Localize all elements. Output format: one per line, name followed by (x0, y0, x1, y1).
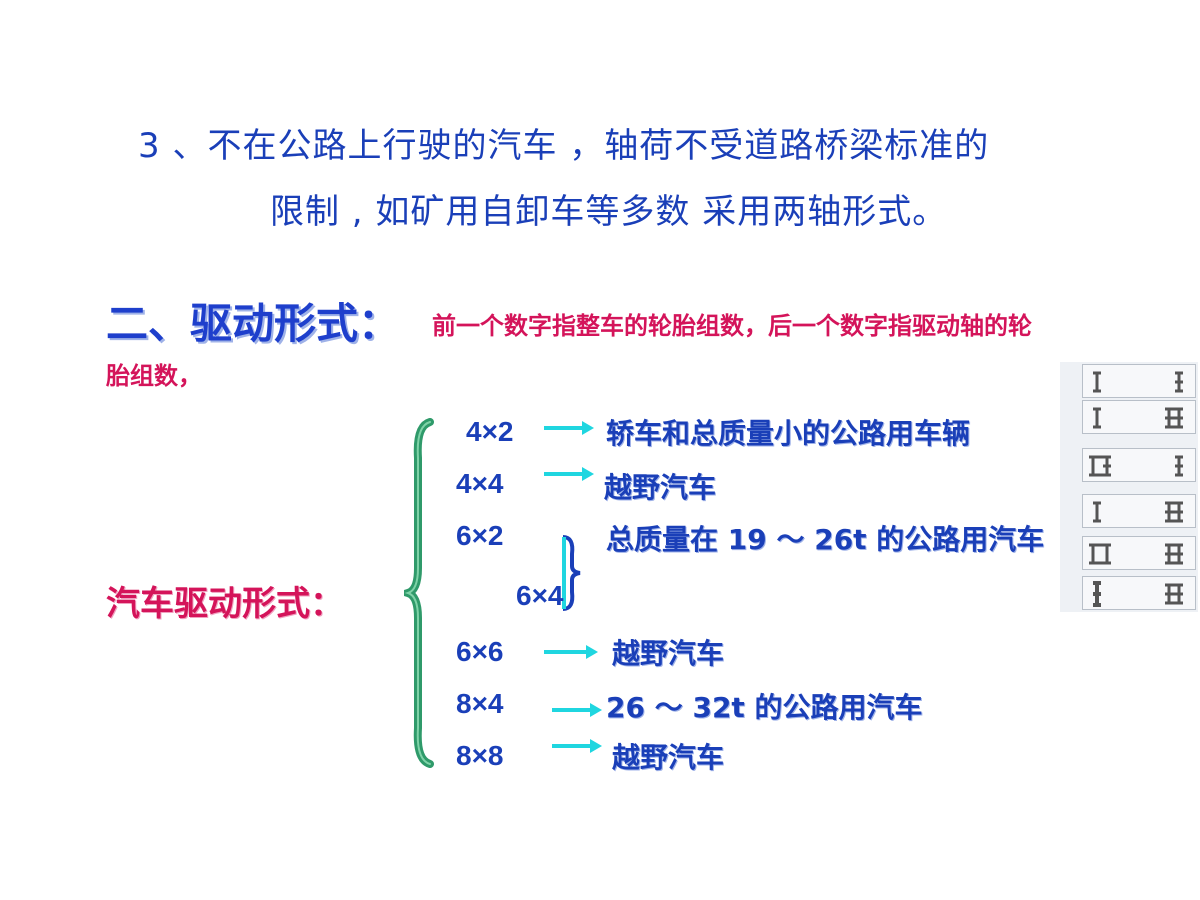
section-description-line-1: 前一个数字指整车的轮胎组数，后一个数字指驱动轴的轮 (432, 312, 1032, 340)
section-description-line-2: 胎组数， (106, 362, 202, 390)
axle-layout-icon (1082, 400, 1196, 434)
arrow-icon (544, 467, 594, 481)
arrow-icon (552, 703, 602, 717)
drive-code-8x4: 8×4 (456, 688, 504, 719)
axle-layout-diagram (1060, 362, 1198, 612)
drive-code-4x2: 4×2 (466, 416, 514, 447)
paragraph-line-1: 3 、不在公路上行驶的汽车 ，轴荷不受道路桥梁标准的 (138, 126, 990, 166)
drive-code-6x2: 6×2 (456, 520, 504, 551)
drive-desc-6x2: 总质量在 19 ～ 26t 的公路用汽车 (606, 523, 1045, 556)
axle-layout-icon (1082, 448, 1196, 482)
drive-desc-6x6: 越野汽车 (612, 637, 725, 670)
drive-desc-8x8: 越野汽车 (612, 741, 725, 774)
drive-desc-8x4: 26 ～ 32t 的公路用汽车 (606, 691, 923, 724)
drive-form-label: 汽车驱动形式： (106, 584, 344, 624)
axle-layout-icon (1082, 494, 1196, 528)
axle-layout-icon (1082, 536, 1196, 570)
paragraph-line-2: 限制 , 如矿用自卸车等多数 采用两轴形式。 (270, 192, 948, 232)
axle-layout-icon (1082, 364, 1196, 398)
drive-desc-4x4: 越野汽车 (604, 471, 717, 504)
small-brace-icon (562, 535, 581, 611)
brace-icon (404, 418, 434, 768)
drive-code-4x4: 4×4 (456, 468, 504, 499)
section-heading: 二、驱动形式： (106, 299, 401, 348)
drive-desc-4x2: 轿车和总质量小的公路用车辆 (606, 417, 971, 450)
arrow-icon (552, 739, 602, 753)
arrow-icon (544, 421, 594, 435)
drive-code-6x6: 6×6 (456, 636, 504, 667)
arrow-icon (544, 645, 598, 659)
drive-code-6x4: 6×4 (516, 580, 564, 611)
axle-layout-icon (1082, 576, 1196, 610)
drive-code-8x8: 8×8 (456, 740, 504, 771)
